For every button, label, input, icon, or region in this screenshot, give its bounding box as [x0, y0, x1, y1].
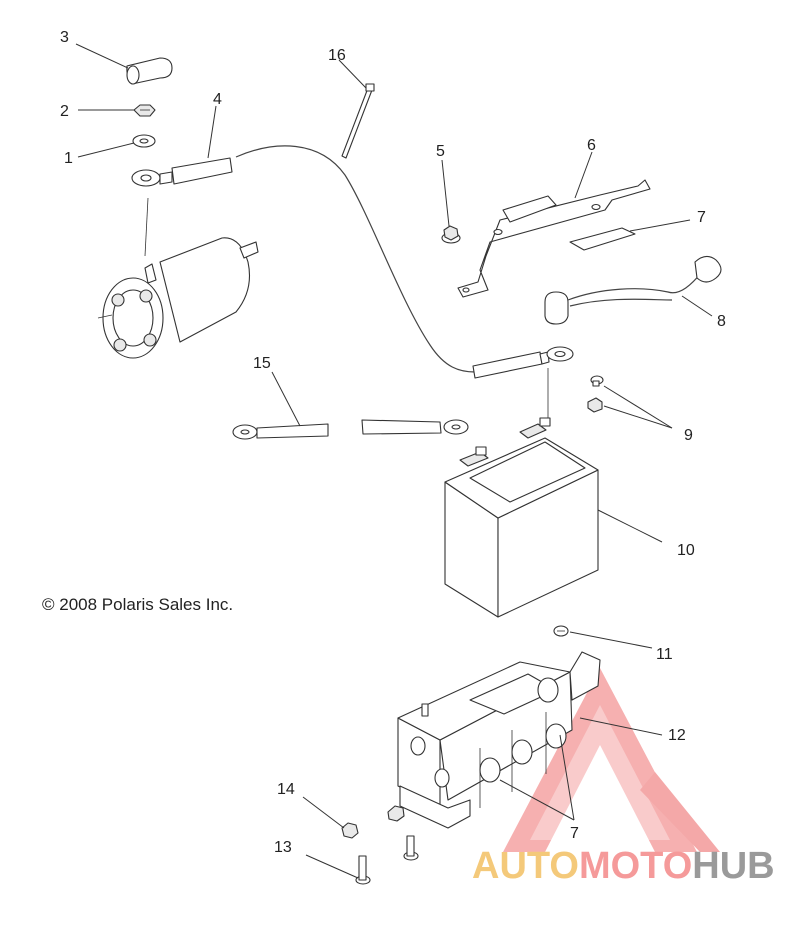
leader-lines — [75, 43, 713, 879]
foam-pad-upper — [569, 227, 636, 251]
battery-tray — [397, 651, 601, 829]
watermark-moto: MOTO — [579, 845, 692, 887]
watermark-auto: AUTO — [472, 845, 579, 887]
bolt-tray — [403, 835, 419, 861]
negative-cable — [544, 255, 722, 325]
terminal-bolt — [590, 375, 604, 387]
starter-cable — [131, 145, 574, 379]
callout-12: 12 — [668, 727, 686, 744]
flange-nut-tray — [387, 805, 405, 822]
callout-4: 4 — [213, 91, 222, 108]
battery — [444, 368, 599, 618]
callout-16: 16 — [328, 47, 346, 64]
flange-nut-14 — [341, 822, 359, 839]
hex-nut — [133, 104, 156, 117]
bolt-13 — [355, 855, 371, 885]
callout-1: 1 — [64, 150, 73, 167]
watermark-logo — [503, 668, 720, 852]
callout-15: 15 — [253, 355, 271, 372]
callout-9: 9 — [684, 427, 693, 444]
callout-6: 6 — [587, 137, 596, 154]
callout-10: 10 — [677, 542, 695, 559]
battery-cable — [232, 419, 469, 440]
callout-3: 3 — [60, 29, 69, 46]
battery-hold-down-bracket — [457, 179, 651, 298]
cable-tie — [341, 83, 375, 159]
flange-nut — [441, 225, 461, 244]
callout-14: 14 — [277, 781, 295, 798]
watermark-hub: HUB — [692, 845, 774, 887]
callout-7-lower: 7 — [570, 825, 579, 842]
copyright-notice: © 2008 Polaris Sales Inc. — [42, 595, 233, 614]
washer — [132, 134, 156, 148]
terminal-boot — [126, 57, 173, 85]
callout-7-upper: 7 — [697, 209, 706, 226]
tray-screw — [553, 625, 569, 637]
watermark-text: AUTOMOTOHUB — [472, 845, 775, 887]
terminal-square-nut — [587, 397, 603, 413]
callout-8: 8 — [717, 313, 726, 330]
callout-5: 5 — [436, 143, 445, 160]
starter-motor — [97, 237, 259, 359]
callout-13: 13 — [274, 839, 292, 856]
callout-2: 2 — [60, 103, 69, 120]
callout-11: 11 — [656, 646, 673, 663]
